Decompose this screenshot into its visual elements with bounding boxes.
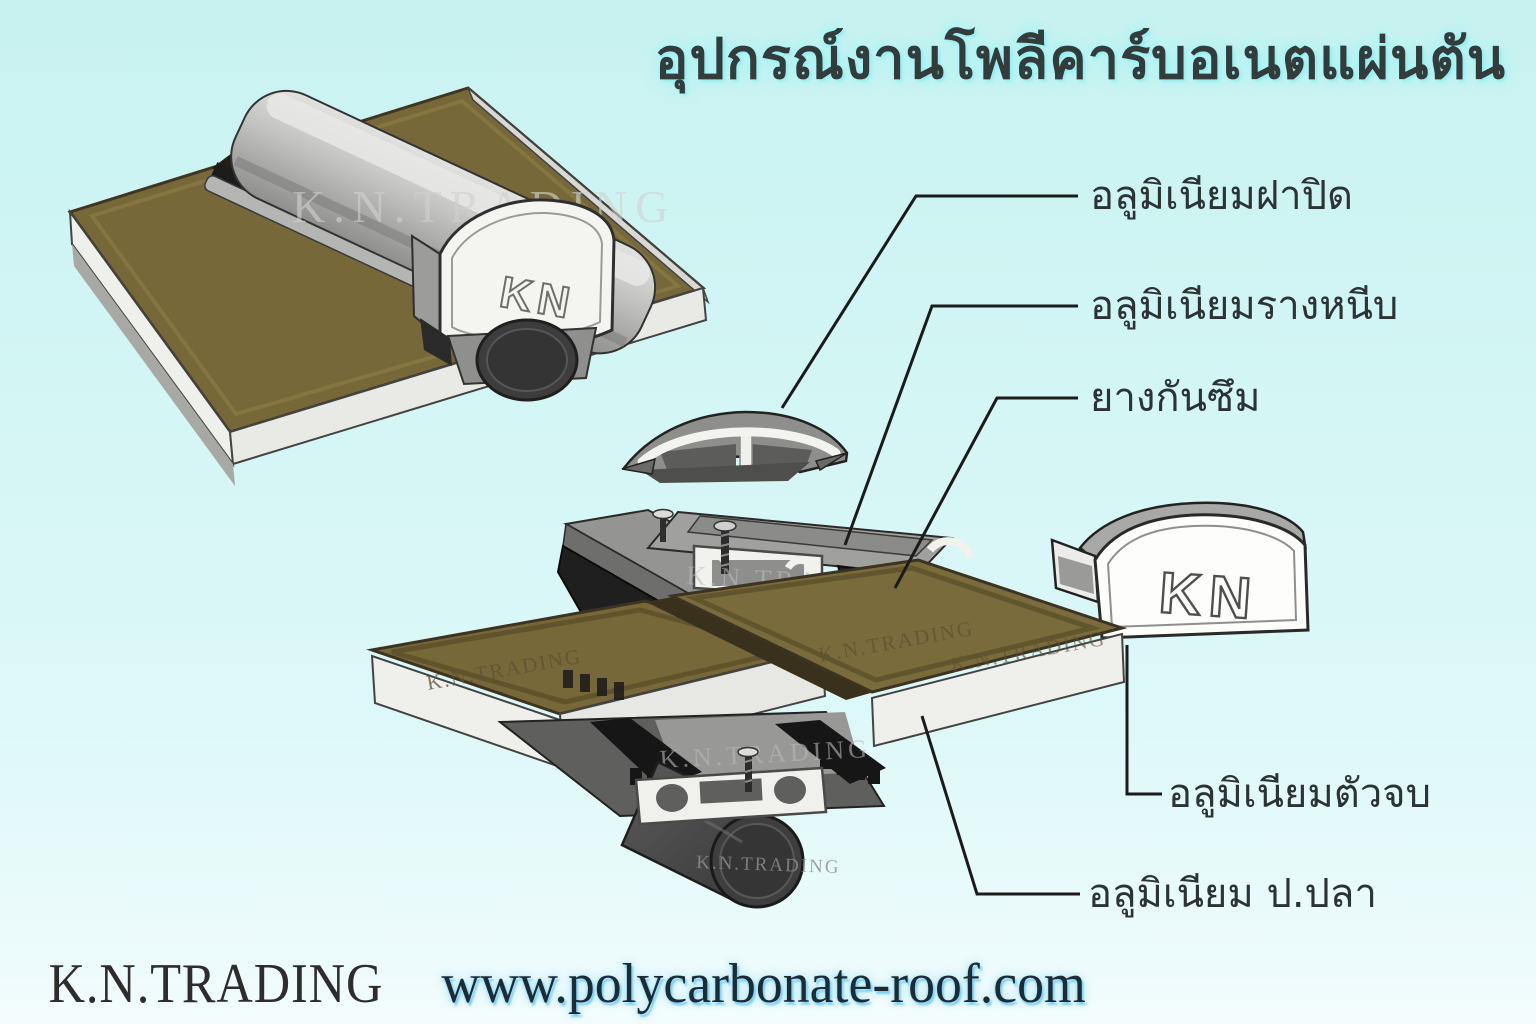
- end-cap-part: KN: [1050, 501, 1310, 640]
- page-title: อุปกรณ์งานโพลีคาร์บอเนตแผ่นตัน: [654, 27, 1506, 92]
- screw-base: [737, 746, 759, 792]
- leader-line-rubber-seal: [893, 396, 1078, 589]
- label-rubber-seal: ยางกันซึม: [1090, 375, 1261, 421]
- label-aluminum-base-rail: อลูมิเนียม ป.ปลา: [1088, 871, 1377, 917]
- footer: K.N.TRADING www.polycarbonate-roof.com: [30, 952, 1099, 1016]
- base-rail-channel-face: [634, 766, 828, 826]
- label-aluminum-end-cap: อลูมิเนียมตัวจบ: [1168, 771, 1431, 817]
- cap-profile-part: [621, 410, 849, 483]
- footer-website: www.polycarbonate-roof.com: [441, 953, 1086, 1015]
- rubber-strip-right: [775, 720, 886, 784]
- label-aluminum-clamp-rail: อลูมิเนียมรางหนีบ: [1090, 283, 1399, 329]
- screw-inserted: [713, 520, 737, 574]
- screw-standing: [652, 508, 674, 542]
- kn-mark-endcap: KN: [1157, 560, 1261, 632]
- footer-brand: K.N.TRADING: [48, 953, 384, 1015]
- label-aluminum-cap: อลูมิเนียมฝาปิด: [1090, 173, 1353, 219]
- bottom-assembly: K.N.TRADING K.N.TRADING K.N.TRADING: [366, 558, 1128, 909]
- watermark-text: K.N.TRADING: [696, 852, 841, 878]
- leader-line-end-cap: [1125, 645, 1162, 796]
- leader-line-clamp-rail: [843, 304, 1078, 546]
- sheet-right: K.N.TRADING K.N.TRADING: [666, 558, 1128, 748]
- leader-line-base-rail: [920, 715, 1080, 896]
- assembled-unit: K.N.TRADING KN: [67, 86, 710, 486]
- leader-line-cap: [780, 194, 1078, 409]
- leader-lines: [780, 194, 1162, 896]
